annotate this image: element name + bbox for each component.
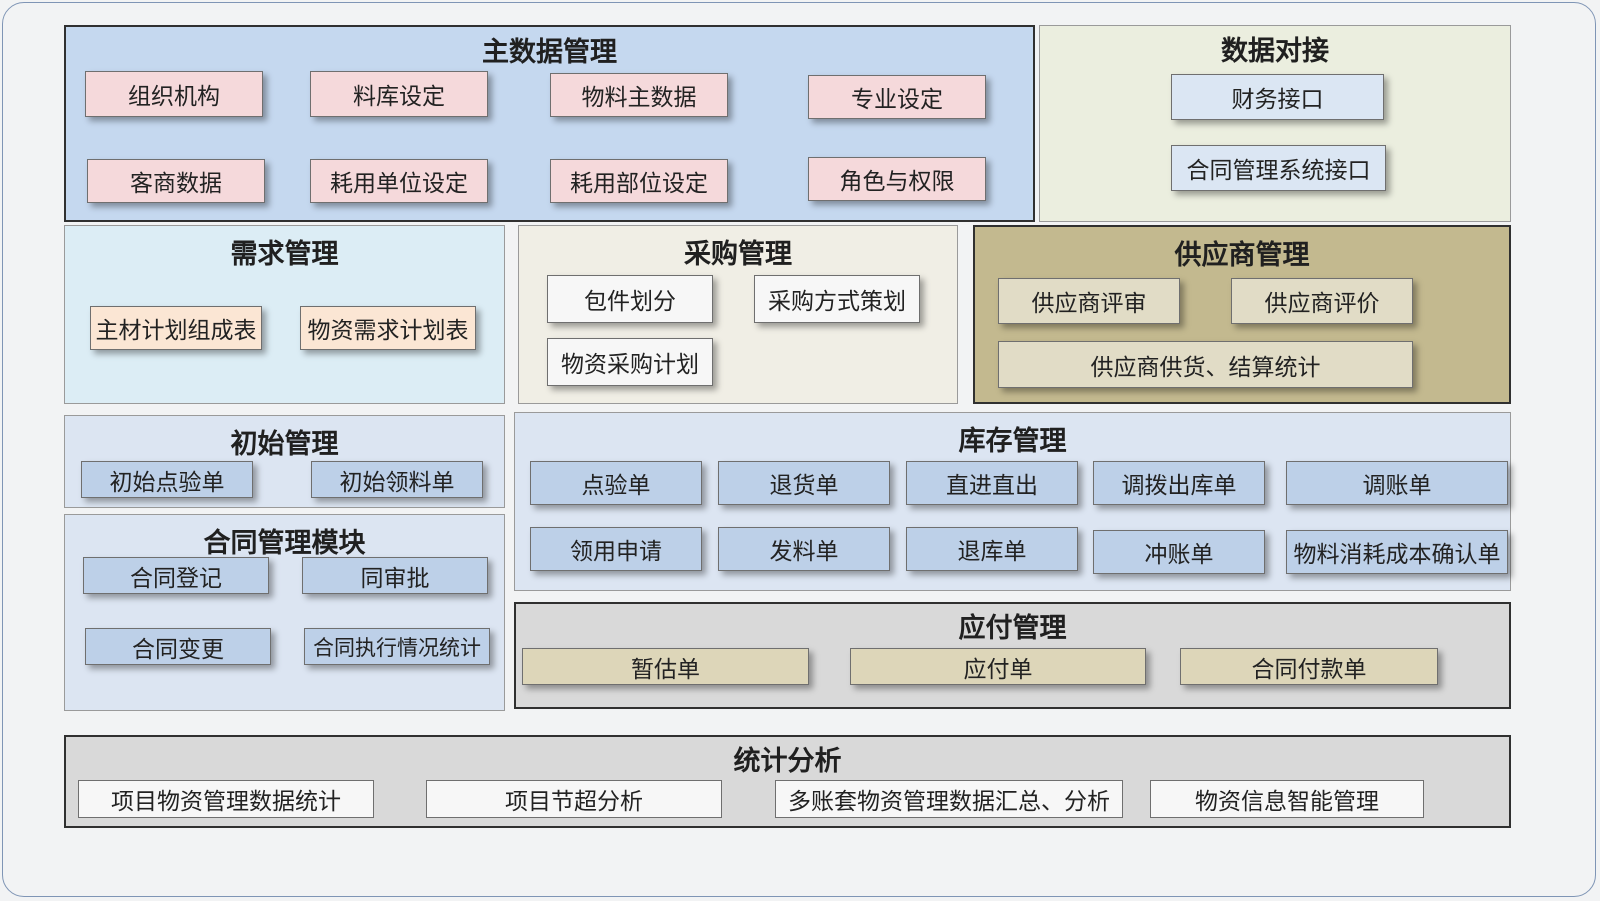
box-package-division: 包件划分 [547,275,713,323]
box-roles-permissions: 角色与权限 [808,157,986,201]
panel-title: 采购管理 [684,239,792,270]
box-material-info-intelligence: 物资信息智能管理 [1150,780,1424,818]
box-contract-payment: 合同付款单 [1180,648,1438,685]
panel-title: 供应商管理 [1174,240,1310,271]
panel-title: 应付管理 [958,613,1067,644]
box-contract-approval: 同审批 [302,557,488,594]
box-initial-inspection: 初始点验单 [81,461,253,498]
box-transfer-out: 调拨出库单 [1093,461,1265,505]
panel-statistical-analysis: 统计分析 项目物资管理数据统计 项目节超分析 多账套物资管理数据汇总、分析 物资… [64,735,1511,828]
panel-data-integration: 数据对接 财务接口 合同管理系统接口 [1039,25,1511,222]
box-usage-request: 领用申请 [530,527,702,571]
panel-master-data: 主数据管理 组织机构 料库设定 物料主数据 专业设定 客商数据 耗用单位设定 耗… [64,25,1035,222]
panel-supplier-management: 供应商管理 供应商评审 供应商评价 供应商供货、结算统计 [973,225,1511,404]
panel-inventory-management: 库存管理 点验单 退货单 直进直出 调拨出库单 调账单 领用申请 发料单 退库单… [514,412,1511,591]
panel-title: 库存管理 [958,426,1067,457]
box-contract-registration: 合同登记 [83,557,269,594]
box-contract-change: 合同变更 [85,628,271,665]
panel-title: 需求管理 [230,239,339,270]
box-initial-requisition: 初始领料单 [311,461,483,498]
box-inspection-order: 点验单 [530,461,702,505]
box-org-structure: 组织机构 [85,71,263,117]
panel-demand-management: 需求管理 主材计划组成表 物资需求计划表 [64,225,505,404]
box-provisional-estimate: 暂估单 [522,648,809,685]
panel-title: 主数据管理 [482,37,617,68]
box-customer-data: 客商数据 [87,159,265,203]
box-return-goods: 退货单 [718,461,890,505]
panel-purchase-management: 采购管理 包件划分 采购方式策划 物资采购计划 [518,225,958,404]
panel-title: 数据对接 [1221,36,1329,67]
box-consuming-part: 耗用部位设定 [550,159,728,203]
box-finance-interface: 财务接口 [1171,74,1384,120]
box-direct-in-out: 直进直出 [906,461,1078,505]
panel-title: 合同管理模块 [203,528,366,559]
box-supplier-evaluation: 供应商评价 [1231,278,1413,324]
panel-payable-management: 应付管理 暂估单 应付单 合同付款单 [514,602,1511,709]
box-supplier-settlement-stats: 供应商供货、结算统计 [998,341,1413,388]
panel-initial-management: 初始管理 初始点验单 初始领料单 [64,415,505,508]
box-specialty-settings: 专业设定 [808,75,986,119]
box-project-material-stats: 项目物资管理数据统计 [78,780,374,818]
box-supplier-review: 供应商评审 [998,278,1180,324]
panel-title: 初始管理 [230,429,339,460]
box-purchase-method: 采购方式策划 [754,275,920,323]
box-material-master: 物料主数据 [550,73,728,117]
box-project-saving-analysis: 项目节超分析 [426,780,722,818]
box-material-purchase-plan: 物资采购计划 [547,338,713,386]
box-material-demand-plan: 物资需求计划表 [300,306,476,350]
box-payable-order: 应付单 [850,648,1146,685]
box-consuming-unit: 耗用单位设定 [310,159,488,203]
panel-contract-module: 合同管理模块 合同登记 同审批 合同变更 合同执行情况统计 [64,514,505,711]
panel-title: 统计分析 [733,746,842,777]
box-contract-system-interface: 合同管理系统接口 [1171,145,1386,191]
box-multi-ledger-summary: 多账套物资管理数据汇总、分析 [775,780,1123,818]
box-main-material-plan: 主材计划组成表 [90,306,262,350]
box-issue-order: 发料单 [718,527,890,571]
box-warehouse-settings: 料库设定 [310,71,488,117]
box-account-adjustment: 调账单 [1286,461,1508,505]
box-contract-execution-stats: 合同执行情况统计 [304,628,490,665]
box-write-off: 冲账单 [1093,530,1265,574]
box-material-cost-confirm: 物料消耗成本确认单 [1286,530,1508,574]
box-return-stock: 退库单 [906,527,1078,571]
